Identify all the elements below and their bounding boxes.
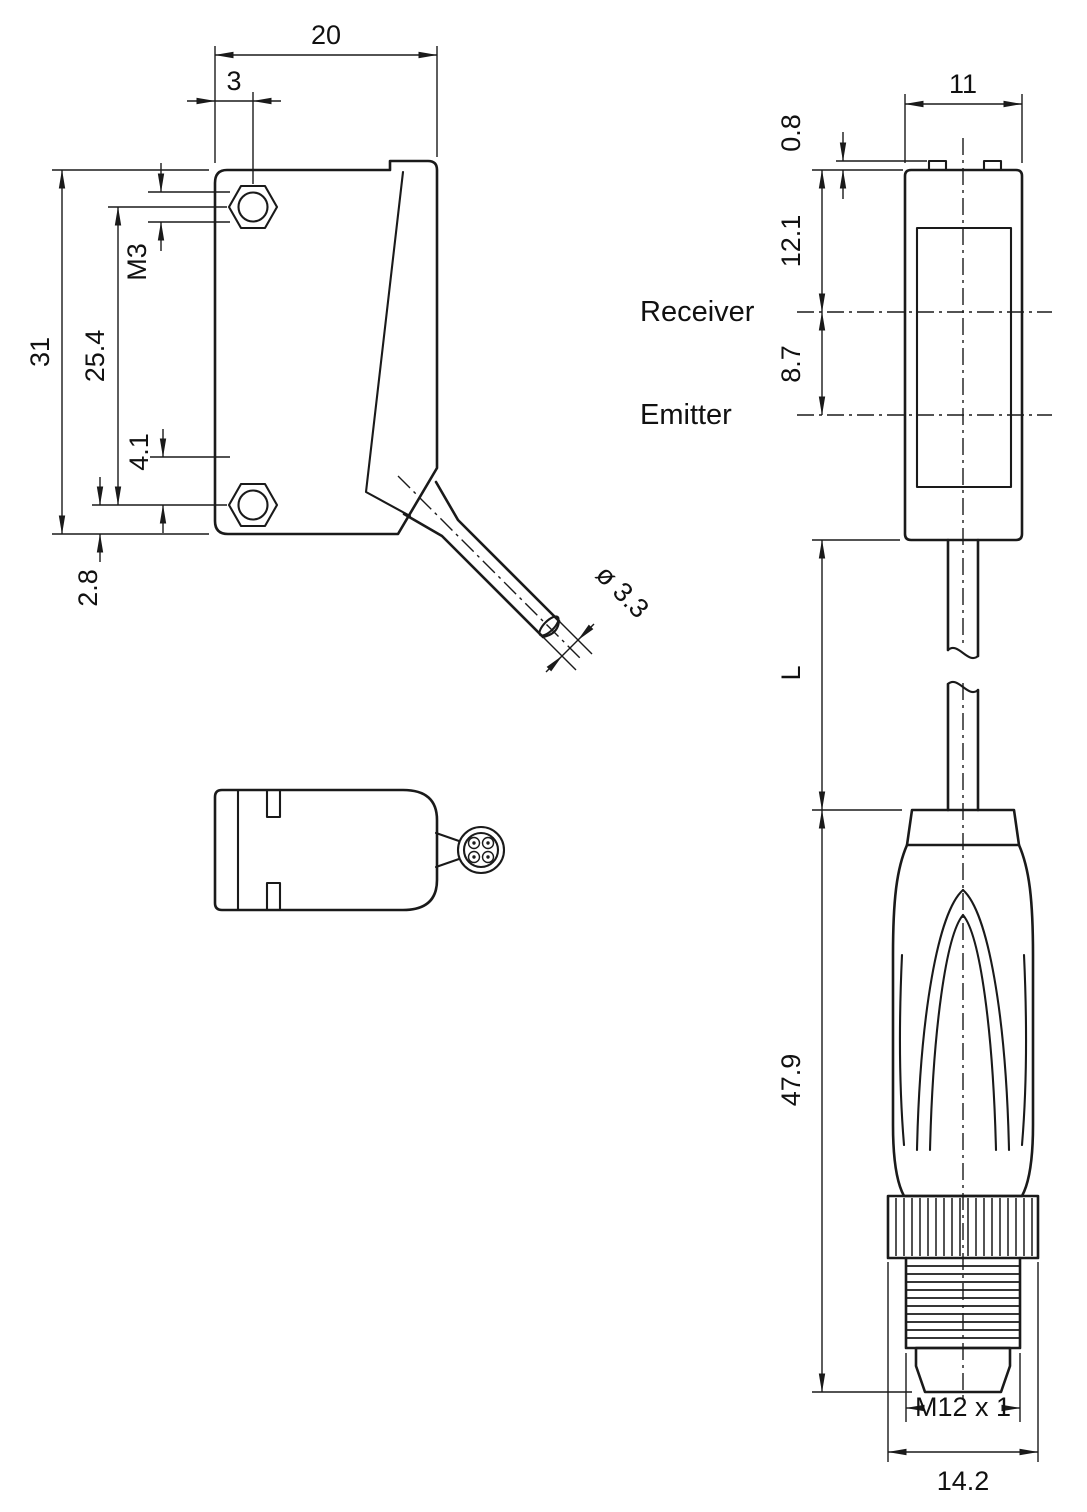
emitter-label: Emitter: [640, 399, 732, 431]
dim-label-connector-thread: M12 x 1: [915, 1392, 1011, 1422]
dim-label-connector-width: 14.2: [937, 1466, 990, 1496]
conductor-dot: [472, 855, 476, 859]
cable-outer-circle: [456, 825, 506, 875]
side-view: Receiver Emitter: [640, 69, 1052, 1496]
housing-outline: [213, 159, 439, 536]
slot-bottom: [265, 881, 282, 912]
top-view: [213, 788, 506, 912]
thread-lines: [906, 1265, 1020, 1339]
dim-front-height: 31: [25, 169, 209, 535]
receiver-label: Receiver: [640, 296, 755, 328]
cable-bottom-edge: [402, 512, 545, 639]
housing-side-outline: [903, 168, 1024, 542]
grip-side-line-left: [898, 953, 906, 1147]
dim-connector-thread: M12 x 1: [905, 1353, 1021, 1422]
dim-label-receiver-offset: 12.1: [776, 215, 806, 268]
dim-front-width: 20: [214, 20, 438, 163]
grip-arch-left: [915, 888, 965, 1152]
housing-top-outline: [213, 788, 439, 912]
cable-tip-ellipse: [538, 615, 560, 637]
grip-side-line-right: [1020, 953, 1028, 1147]
dim-label-cable-length: L: [776, 665, 806, 680]
grip-inner-arch-left: [928, 913, 965, 1152]
dim-label-hole-offset: 3: [226, 66, 241, 96]
ext-line: [558, 620, 593, 655]
mounting-hole-bottom: [227, 482, 279, 528]
dim-label-cable-diameter: ø 3.3: [590, 559, 655, 624]
grip-arch-right: [961, 888, 1011, 1152]
hex-nut: [227, 184, 279, 230]
cable-boss-line: [434, 831, 461, 843]
thread-body: [904, 1256, 1022, 1350]
grip-inner-arch-right: [961, 913, 998, 1152]
cable-boss-line: [434, 857, 461, 869]
dim-side-width: 11: [904, 69, 1023, 163]
dim-hole-offset: 3: [187, 66, 281, 184]
front-view: 20 3 31 25.4 M: [25, 20, 655, 673]
hole-circle: [237, 489, 269, 521]
cable-cross-section: [434, 825, 506, 875]
dim-label-hole-spacing: 25.4: [80, 330, 110, 383]
dim-label-front-width: 20: [311, 20, 341, 50]
conductor-dot: [486, 855, 490, 859]
dim-mounting-thread: M3: [122, 163, 230, 281]
cable-inner-circle: [462, 831, 500, 869]
connector-tip: [914, 1346, 1012, 1394]
cable-centerline: [397, 475, 584, 662]
hex-nut: [227, 482, 279, 528]
indicator-tab-right: [982, 159, 1003, 172]
knurled-nut: [886, 1194, 1040, 1260]
cable-break-cut: [946, 646, 980, 660]
indicator-tab-left: [927, 159, 948, 172]
dim-cable-diameter: ø 3.3: [542, 559, 655, 673]
conductor-circle: [481, 850, 495, 864]
conductor-dot: [486, 841, 490, 845]
cable: [946, 538, 980, 812]
dim-emitter-to-hole: 4.1: [124, 429, 230, 533]
knurl-lines: [895, 1198, 1033, 1256]
dim-connector-length: 47.9: [776, 809, 912, 1393]
cable-break-cut: [946, 680, 980, 694]
dim-top-step: 0.8: [776, 114, 927, 199]
dim-label-side-width: 11: [949, 69, 977, 99]
slot-top: [265, 788, 282, 819]
dim-receiver-offset: 12.1: [776, 169, 826, 313]
conductor-dot: [472, 841, 476, 845]
mounting-hole-top: [227, 184, 279, 230]
ext-line: [542, 636, 577, 671]
dim-label-connector-length: 47.9: [776, 1054, 806, 1107]
lens-diagonal-line: [364, 170, 412, 518]
dim-label-emitter-to-hole: 4.1: [124, 433, 154, 471]
dim-emitter-offset: 8.7: [776, 311, 826, 416]
m12-connector: [886, 808, 1040, 1394]
dim-hole-spacing: 25.4: [80, 206, 227, 506]
dim-label-emitter-offset: 8.7: [776, 345, 806, 383]
dim-label-front-height: 31: [25, 337, 55, 367]
cable-exit: [397, 475, 584, 662]
cable-tip: [541, 619, 561, 639]
dim-hole-to-bottom: 2.8: [73, 477, 104, 607]
dim-arrow: [577, 623, 595, 641]
dim-connector-width: 14.2: [887, 1262, 1039, 1496]
hole-circle: [237, 191, 269, 223]
dim-arrow: [545, 655, 563, 673]
optical-window: [915, 226, 1013, 489]
dim-line: [561, 639, 579, 657]
dim-cable-length: L: [776, 539, 902, 811]
conductor-circle: [467, 836, 481, 850]
cable-top-edge: [434, 480, 561, 623]
conductor-circle: [467, 850, 481, 864]
dim-label-top-step: 0.8: [776, 114, 806, 152]
conductor-circle: [481, 836, 495, 850]
dim-label-hole-to-bottom: 2.8: [73, 569, 103, 607]
dim-label-mounting-thread: M3: [122, 243, 152, 281]
